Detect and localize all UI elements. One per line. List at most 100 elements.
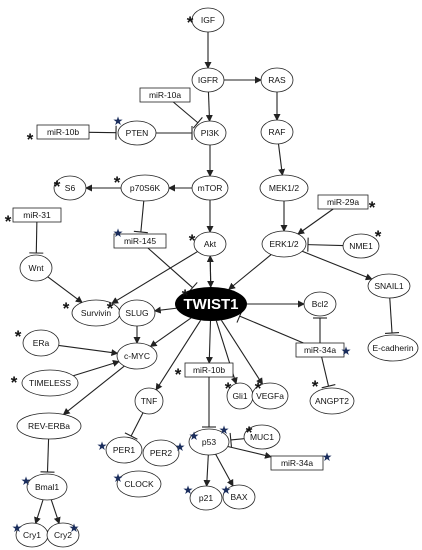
node-ellipse xyxy=(260,119,294,145)
node-label: MEK1/2 xyxy=(269,183,300,193)
activation-arrow xyxy=(47,276,83,304)
edge-pten-pi3k xyxy=(156,126,193,140)
node-label: p21 xyxy=(199,493,213,503)
node-ellipse xyxy=(259,174,309,202)
node-label: RAF xyxy=(269,127,286,137)
edge-erk12-twist1 xyxy=(228,254,272,290)
star-icon: ★ xyxy=(219,423,230,437)
node-vegfa: VEGFa xyxy=(251,382,289,410)
node-cmyc: c-MYC xyxy=(116,342,158,370)
node-ellipse xyxy=(309,387,355,415)
node-snail1: SNAIL1 xyxy=(367,273,411,299)
inhibition-bar xyxy=(229,432,232,447)
edge-twist1-akt xyxy=(206,254,214,288)
activation-arrow xyxy=(58,344,119,357)
node-p53: p53 xyxy=(188,428,230,456)
node-label: c-MYC xyxy=(124,351,150,361)
activation-arrow xyxy=(206,254,214,288)
node-label: PTEN xyxy=(126,128,149,138)
asterisk-icon: * xyxy=(182,286,189,305)
node-label: Gli1 xyxy=(232,391,247,401)
node-label: REV-ERBa xyxy=(28,421,70,431)
node-ellipse xyxy=(16,412,82,440)
edge-mir34a-mid-bcl2 xyxy=(313,317,327,343)
node-ellipse xyxy=(261,230,307,258)
node-ellipse xyxy=(116,342,158,370)
star-icon: ★ xyxy=(12,521,23,535)
node-label: MUC1 xyxy=(250,432,274,442)
node-p21: p21 xyxy=(189,485,223,511)
node-igf: IGF xyxy=(191,7,225,33)
hub-ellipse xyxy=(175,287,247,321)
node-label: Bcl2 xyxy=(312,299,329,309)
edge-mir10a-pi3k xyxy=(172,101,203,129)
asterisk-icon: * xyxy=(189,231,196,250)
edge-twist1-cmyc xyxy=(149,317,192,348)
star-icon: ★ xyxy=(183,483,194,497)
node-label: miR-29a xyxy=(327,197,359,207)
node-ras: RAS xyxy=(260,67,294,93)
node-label: RAS xyxy=(268,75,286,85)
node-label: ERK1/2 xyxy=(269,239,299,249)
inhibition-line xyxy=(321,356,330,387)
node-pten: PTEN xyxy=(117,120,157,146)
node-box xyxy=(36,124,90,140)
star-icon: ★ xyxy=(189,429,200,443)
inhibition-line xyxy=(35,221,38,254)
node-ellipse xyxy=(118,299,156,327)
node-angpt2: ANGPT2 xyxy=(309,387,355,415)
node-bmal1: Bmal1 xyxy=(26,473,68,501)
node-wnt: Wnt xyxy=(19,254,53,282)
edge-erk12-snail1 xyxy=(302,250,373,281)
node-cry2: Cry2 xyxy=(46,522,80,548)
node-akt: Akt xyxy=(193,231,227,257)
node-p70s6k: p70S6K xyxy=(120,174,170,202)
node-label: miR-10a xyxy=(149,90,181,100)
node-per2: PER2 xyxy=(142,439,180,467)
edge-mir145-twist1 xyxy=(147,247,198,294)
star-icon: ★ xyxy=(322,450,333,464)
star-icon: ★ xyxy=(113,471,124,485)
edge-mir10b-mid-p53 xyxy=(202,377,216,428)
edge-mir34a-mid-twist1 xyxy=(236,309,304,344)
node-ecadherin: E-cadherin xyxy=(367,334,419,362)
activation-arrow xyxy=(155,319,202,391)
node-mir34a-low: miR-34a xyxy=(270,455,324,471)
inhibition-line xyxy=(140,200,145,233)
node-label: p53 xyxy=(202,437,216,447)
edge-wnt-survivin xyxy=(47,276,83,304)
inhibition-line xyxy=(46,438,50,473)
edge-twist1-vegfa xyxy=(220,319,263,386)
node-ellipse xyxy=(243,424,281,450)
node-label: PER1 xyxy=(113,445,135,455)
node-per1: PER1 xyxy=(105,436,143,464)
node-label: Cry1 xyxy=(23,530,41,540)
asterisk-icon: * xyxy=(11,373,18,392)
edge-nme1-erk12 xyxy=(307,237,344,252)
node-slug: SLUG xyxy=(118,299,156,327)
node-ellipse xyxy=(19,254,53,282)
edge-bmal1-cry2 xyxy=(50,499,61,525)
node-label: Akt xyxy=(204,239,217,249)
node-label: VEGFa xyxy=(256,391,284,401)
star-icon: ★ xyxy=(221,483,232,497)
inhibition-line xyxy=(389,297,393,334)
node-ellipse xyxy=(251,382,289,410)
node-label: PI3K xyxy=(201,128,220,138)
inhibition-bar xyxy=(385,332,400,335)
inhibition-line xyxy=(172,101,199,124)
edge-muc1-p53 xyxy=(229,432,245,447)
node-label: Survivin xyxy=(81,308,112,318)
inhibition-line xyxy=(307,244,344,247)
node-ellipse xyxy=(367,334,419,362)
node-label: CLOCK xyxy=(124,479,154,489)
node-label: IGFR xyxy=(198,75,218,85)
node-label: BAX xyxy=(230,492,247,502)
node-era: ERa xyxy=(22,329,60,357)
node-clock: CLOCK xyxy=(116,470,162,498)
node-ellipse xyxy=(120,174,170,202)
edge-p70s6k-mir145 xyxy=(133,200,148,234)
asterisk-icon: * xyxy=(255,379,262,398)
inhibition-line xyxy=(239,315,304,344)
asterisk-icon: * xyxy=(175,365,182,384)
